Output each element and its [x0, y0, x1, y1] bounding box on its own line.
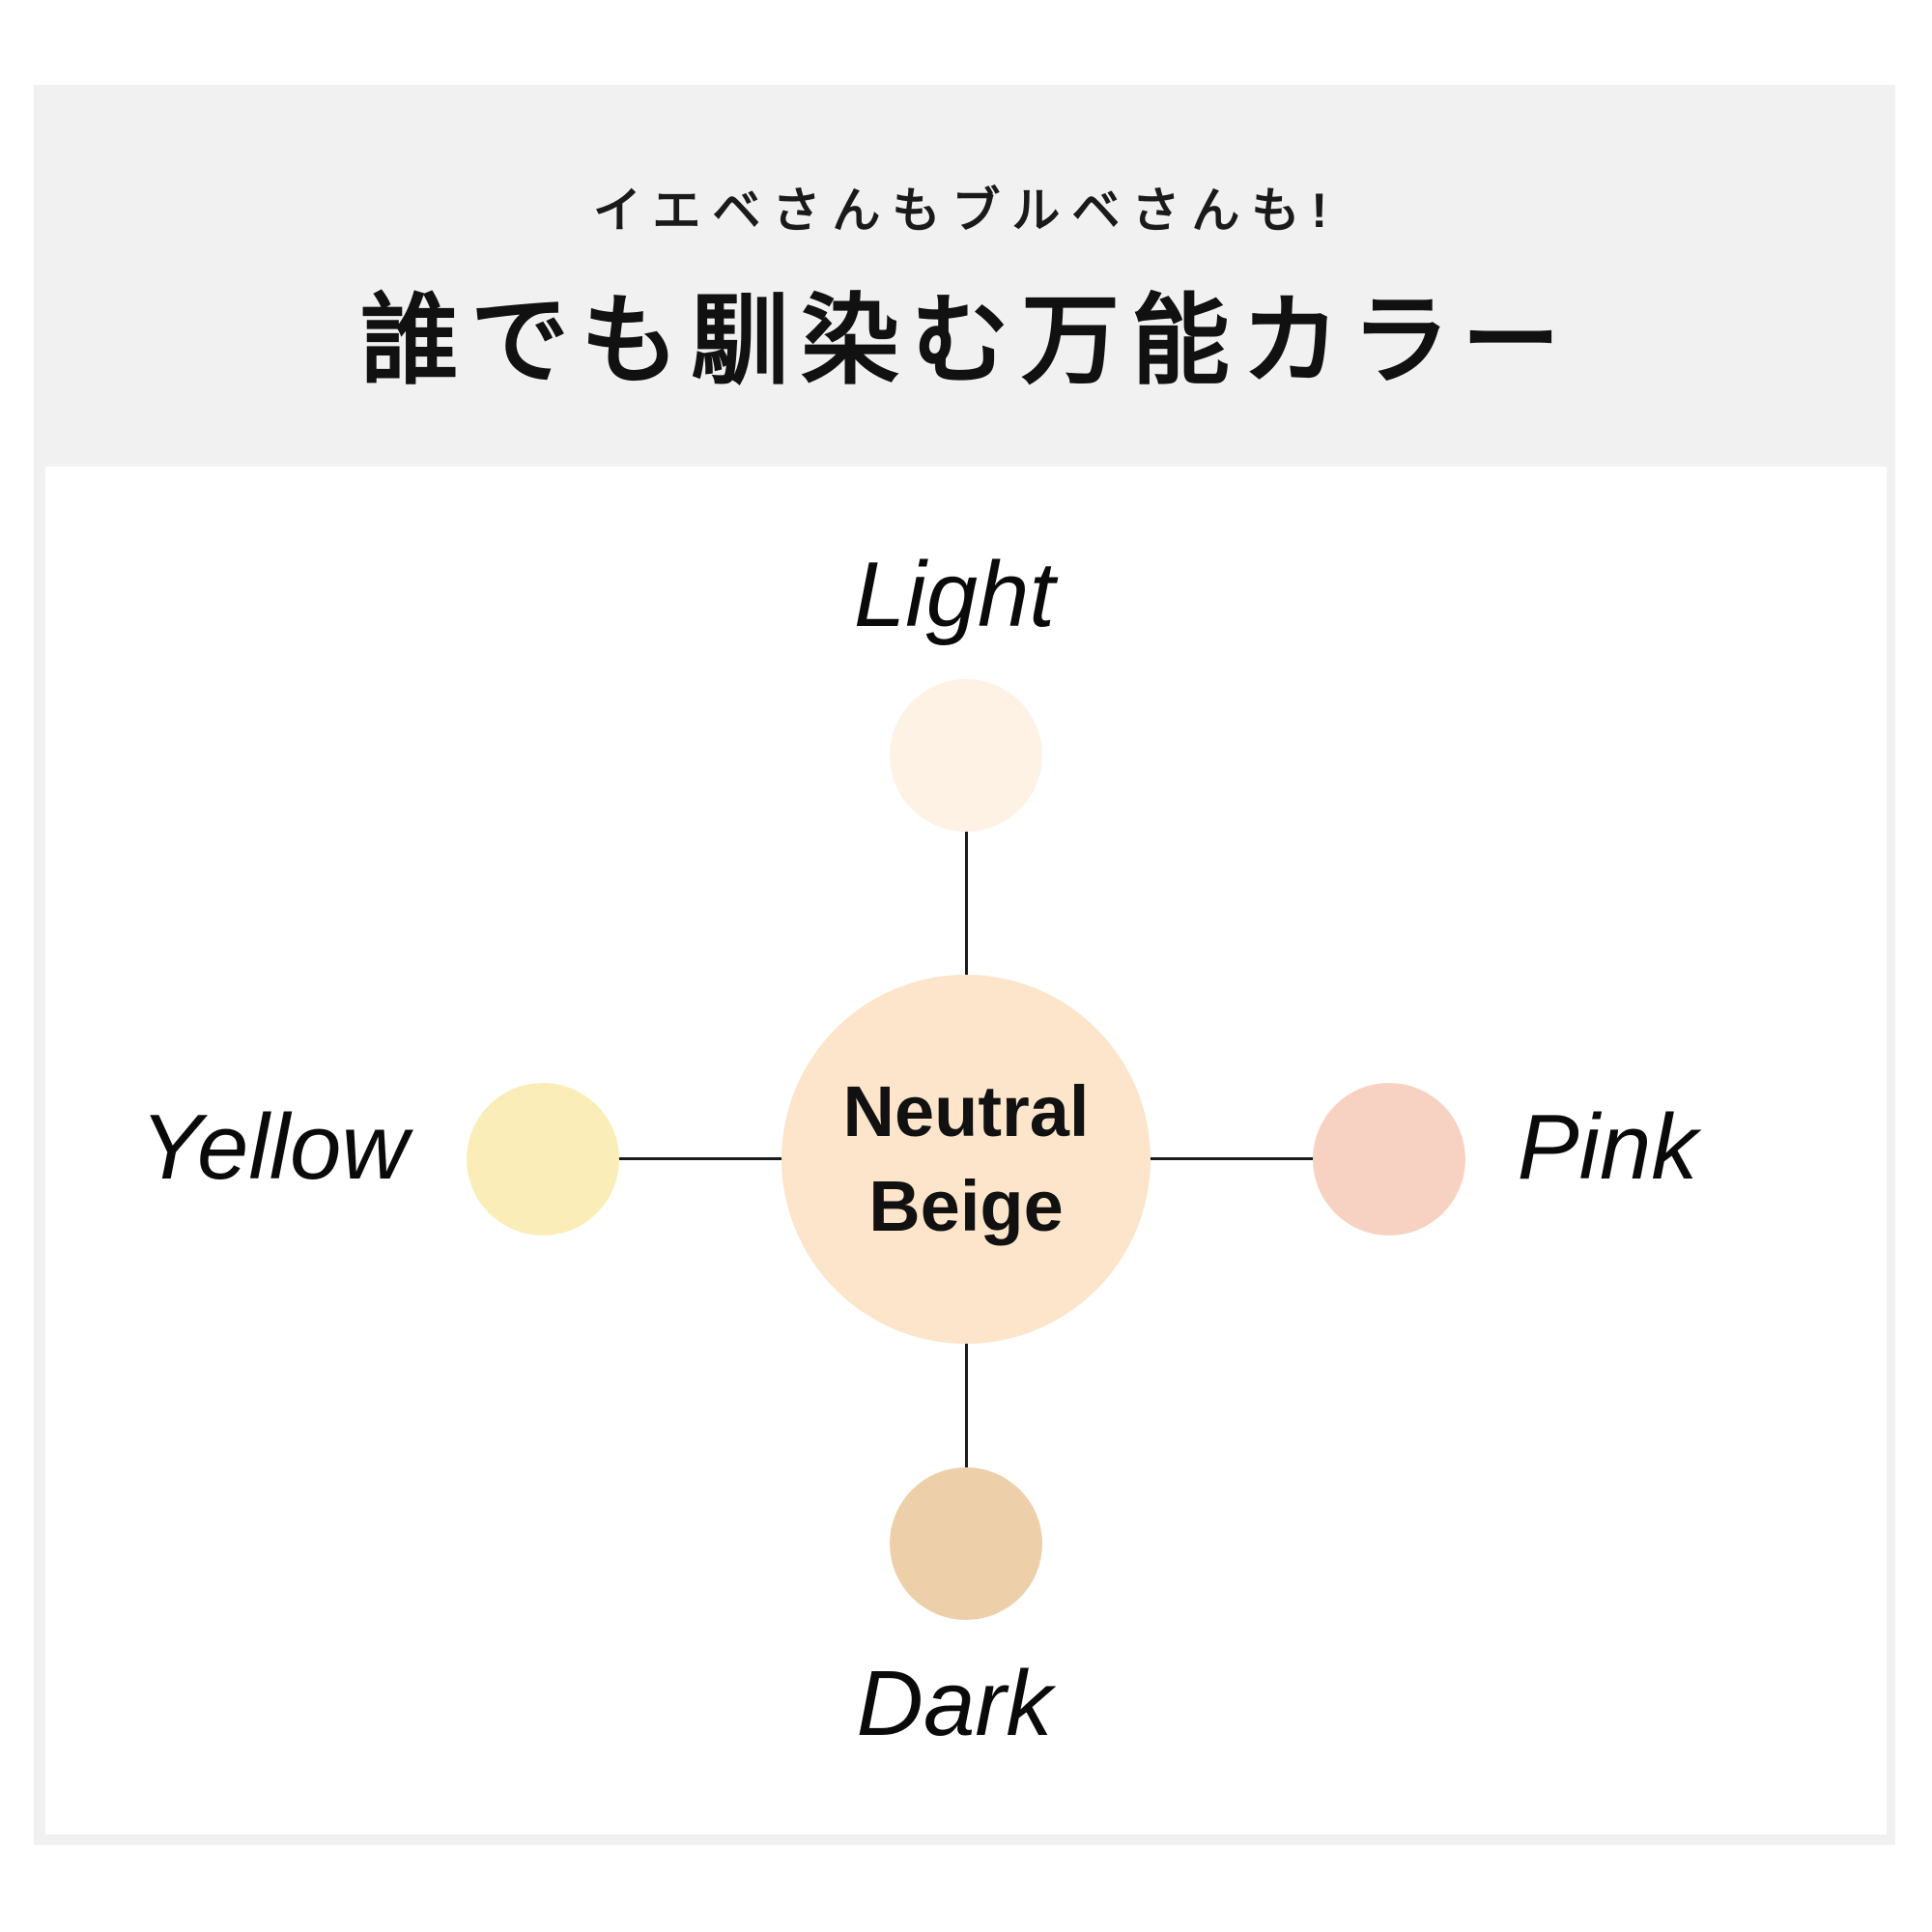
center-node-neutral-beige: Neutral Beige	[781, 975, 1151, 1344]
node-label-dark: Dark	[856, 1652, 1053, 1755]
center-node-label-line1: Neutral	[842, 1071, 1090, 1152]
node-circle-yellow	[467, 1083, 619, 1236]
node-circle-pink	[1313, 1083, 1465, 1236]
node-circle-light	[890, 679, 1042, 832]
node-label-light: Light	[853, 543, 1056, 646]
node-label-yellow: Yellow	[140, 1095, 409, 1199]
header-subtitle: イエベさんもブルベさんも!	[592, 184, 1340, 238]
page-title: 誰でも馴染む万能カラー	[360, 286, 1572, 396]
center-node-label-line2: Beige	[868, 1166, 1064, 1246]
node-label-pink: Pink	[1517, 1095, 1698, 1199]
node-circle-dark	[890, 1467, 1042, 1620]
